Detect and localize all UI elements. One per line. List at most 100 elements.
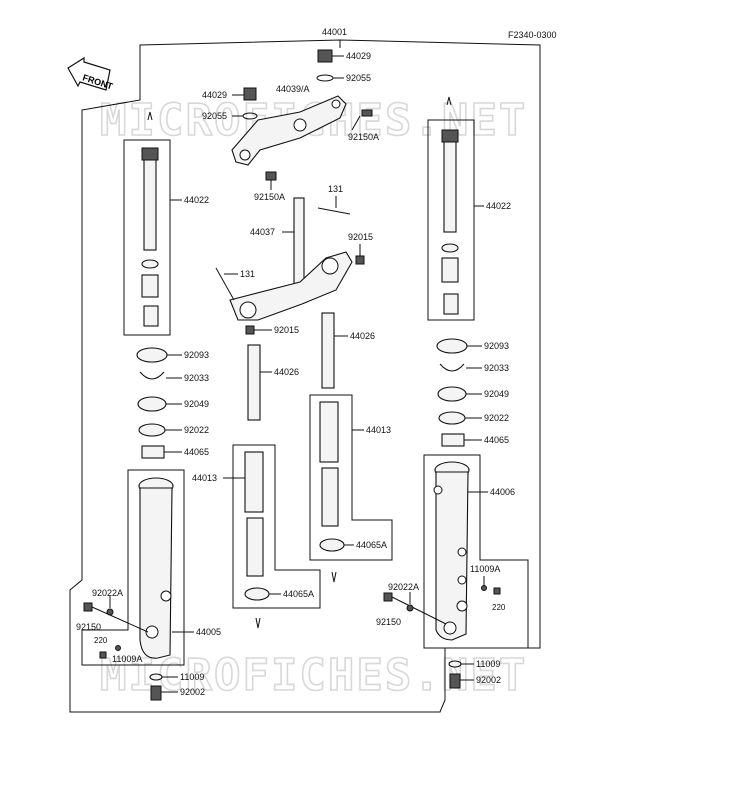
label-44026-right: 44026 <box>350 331 375 341</box>
label-44006: 44006 <box>490 487 515 497</box>
label-131-top: 131 <box>328 184 343 194</box>
bushing-44065a-right <box>319 538 345 552</box>
cap-44029-left <box>243 87 257 101</box>
outer-tube-44005 <box>139 487 173 659</box>
clip-92033-left <box>139 371 165 380</box>
label-220-right: 220 <box>492 603 506 612</box>
seal-92093-left <box>136 347 168 363</box>
label-92002-right: 92002 <box>476 675 501 685</box>
label-44022-left: 44022 <box>184 195 209 205</box>
bolt-92150a-top <box>361 109 373 117</box>
label-44029-left: 44029 <box>202 90 227 100</box>
label-92150a-top: 92150A <box>348 132 379 142</box>
nut-92015-top <box>355 255 365 265</box>
label-92150a-mid: 92150A <box>254 192 285 202</box>
clip-92033-right <box>439 363 465 372</box>
oring-92055-top <box>316 74 334 82</box>
cap-44029-top <box>317 49 333 63</box>
label-44026-mid: 44026 <box>274 367 299 377</box>
label-92049-left: 92049 <box>184 399 209 409</box>
label-44065a-left: 44065A <box>283 589 314 599</box>
washer-92022-right <box>438 411 466 425</box>
screw-220-left <box>99 651 107 659</box>
label-92093-left: 92093 <box>184 350 209 360</box>
assembly-outline <box>69 39 541 713</box>
bolt-92150-left <box>83 602 93 612</box>
label-92049-right: 92049 <box>484 389 509 399</box>
label-92022a-left: 92022A <box>92 588 123 598</box>
label-92150-right: 92150 <box>376 617 401 627</box>
diagram-code: F2340-0300 <box>508 30 557 40</box>
inner-tube-44026-right <box>321 312 335 389</box>
seal-92049-left <box>137 396 167 412</box>
label-44029-top: 44029 <box>346 51 371 61</box>
label-220-left: 220 <box>94 636 108 645</box>
damper-44013-right-upper <box>319 401 339 463</box>
collar-right <box>443 293 459 315</box>
spring-left <box>141 274 159 298</box>
box-44006 <box>423 454 529 649</box>
damper-44013-left-lower <box>246 517 264 577</box>
washer-92022-left <box>138 423 166 437</box>
outer-tube-44006 <box>435 471 469 641</box>
bolt-131-top <box>317 207 351 215</box>
label-44065-right: 44065 <box>484 435 509 445</box>
box-44022-left <box>123 139 171 336</box>
spacer-right <box>441 243 459 253</box>
inner-tube-44026-mid <box>247 344 261 421</box>
box-44013-left <box>232 444 321 609</box>
bolt-92002-left <box>150 685 162 701</box>
spring-right <box>441 257 459 283</box>
label-92055-left: 92055 <box>202 111 227 121</box>
box-44005 <box>81 469 185 666</box>
label-11009a-right: 11009A <box>470 564 500 574</box>
label-44022-right: 44022 <box>486 201 511 211</box>
bolt-131-left <box>215 267 235 301</box>
nut-92015-low <box>245 325 255 335</box>
watermark-bottom: MICROFICHES.NET <box>100 650 527 701</box>
label-44065-left: 44065 <box>184 447 209 457</box>
label-11009-right: 11009 <box>476 659 500 669</box>
seal-92093-right <box>436 338 468 354</box>
label-131-left: 131 <box>240 269 255 279</box>
stem-lower-bracket <box>229 197 353 321</box>
washer-11009-left <box>149 673 163 681</box>
assembly-number: 44001 <box>322 27 347 37</box>
label-44013-left: 44013 <box>192 473 217 483</box>
fork-tube-44022-left <box>143 149 157 251</box>
arrow-down-right <box>331 571 337 583</box>
bolt-92002-right <box>449 673 461 689</box>
arrow-up-right <box>446 96 452 106</box>
damper-44013-left-upper <box>244 451 264 513</box>
label-11009-left: 11009 <box>180 672 204 682</box>
bushing-44065-left <box>141 445 165 459</box>
seal-92049-right <box>437 386 467 402</box>
arrow-down-left <box>255 617 261 629</box>
label-92093-right: 92093 <box>484 341 509 351</box>
label-92022-left: 92022 <box>184 425 209 435</box>
spacer-left <box>141 259 159 269</box>
label-92015-low: 92015 <box>274 325 299 335</box>
bushing-44065-right <box>441 433 465 447</box>
label-11009a-left: 11009A <box>112 654 142 664</box>
screw-220-right <box>493 587 501 595</box>
box-44022-right <box>427 119 475 321</box>
damper-44013-right-lower <box>321 467 339 527</box>
label-44013-right: 44013 <box>366 425 391 435</box>
arrow-up-left <box>147 111 153 121</box>
bolt-92150-right <box>383 592 393 602</box>
label-44037: 44037 <box>250 227 275 237</box>
washer-11009a-right <box>481 585 487 591</box>
label-92015-top: 92015 <box>348 232 373 242</box>
label-92055-top: 92055 <box>346 73 371 83</box>
label-44065a-right: 44065A <box>356 540 387 550</box>
bolt-92150a-mid <box>265 171 277 181</box>
label-92002-left: 92002 <box>180 687 205 697</box>
label-92033-right: 92033 <box>484 363 509 373</box>
washer-11009a-left <box>115 645 121 651</box>
bushing-44065a-left <box>244 587 270 601</box>
box-44013-right <box>309 394 393 561</box>
washer-11009-right <box>448 660 462 668</box>
label-92150-left: 92150 <box>76 622 101 632</box>
